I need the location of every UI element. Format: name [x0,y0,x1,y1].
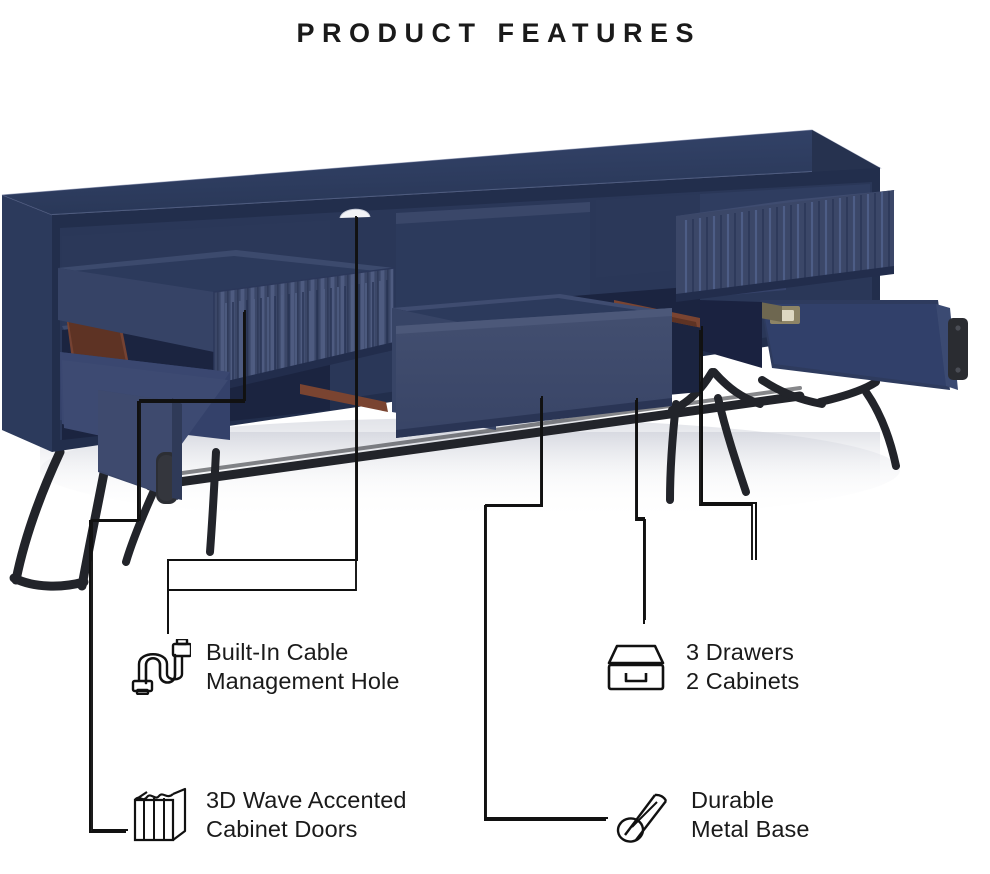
leader-line-drawers-2 [699,330,753,560]
feature-drawers-cabinets: 3 Drawers 2 Cabinets [604,638,799,696]
feature-cable-line2: Management Hole [206,668,400,694]
feature-cable-label: Built-In Cable Management Hole [206,638,400,696]
drawer-icon [604,638,668,696]
feature-base-line2: Metal Base [691,816,810,842]
feature-wave-line1: 3D Wave Accented [206,787,407,813]
drawer-open-left [58,250,395,392]
feature-wave-label: 3D Wave Accented Cabinet Doors [206,786,407,844]
hinge-mechanism [760,302,800,324]
usb-cable-icon [128,638,192,696]
feature-base-label: Durable Metal Base [691,786,810,844]
feature-drawers-line1: 3 Drawers [686,639,794,665]
feature-cable-line1: Built-In Cable [206,639,349,665]
feature-metal-base: Durable Metal Base [609,786,810,844]
callout-leader-lines-refined [89,217,757,833]
fluted-panel-icon [128,786,192,844]
cable-management-hole [339,208,371,219]
feature-cable-management: Built-In Cable Management Hole [128,638,400,696]
feature-wave-line2: Cabinet Doors [206,816,358,842]
metal-base-frame [9,368,900,591]
cabinet-door-open-right [700,300,968,390]
metal-tube-icon [609,786,673,844]
feature-drawers-label: 3 Drawers 2 Cabinets [686,638,799,696]
drawer-open-right-fluted [676,190,896,302]
feature-wave-cabinet-doors: 3D Wave Accented Cabinet Doors [128,786,407,844]
drawer-open-center [392,294,672,438]
feature-drawers-line2: 2 Cabinets [686,668,800,694]
page-title: PRODUCT FEATURES [296,18,701,48]
feature-base-line1: Durable [691,787,774,813]
